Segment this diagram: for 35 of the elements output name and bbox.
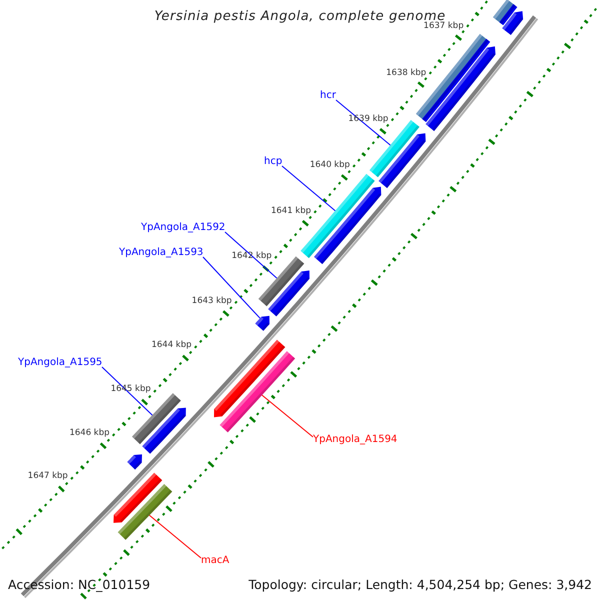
leader-line: [336, 100, 391, 146]
gene-label: YpAngola_A1595: [18, 357, 102, 369]
info-text: Topology: circular; Length: 4,504,254 bp; Genes: 3,942: [248, 577, 592, 592]
gene-label: hcp: [264, 156, 282, 168]
pointed-gene-block: [127, 454, 142, 470]
pointed-gene-block: [255, 316, 270, 331]
gene-bar: [220, 351, 296, 432]
pointed-gene-block: [314, 186, 382, 264]
pointed-gene-block: [426, 46, 496, 132]
scale-label: 1644 kbp: [151, 340, 192, 350]
pointed-gene-block: [378, 133, 426, 188]
gene-label: YpAngola_A1593: [119, 247, 204, 259]
scale-label: 1647 kbp: [28, 470, 68, 481]
pointed-gene-block: [142, 408, 186, 454]
leader-line: [224, 232, 278, 279]
scale-label: 1638 kbp: [386, 68, 426, 78]
pointed-gene-block: [502, 11, 524, 35]
scale-label: 1646 kbp: [69, 428, 110, 438]
info-text: Accession: NC_010159: [8, 577, 150, 592]
pointed-gene-block: [114, 472, 162, 523]
leader-line: [202, 256, 260, 319]
scale-label: 1642 kbp: [232, 251, 272, 262]
gene-bar: [118, 484, 172, 540]
gene-label: YpAngola_A1594: [313, 434, 398, 446]
leader-line: [148, 514, 202, 558]
leader-line: [102, 366, 153, 416]
gene-bar: [132, 393, 181, 444]
gene-label: hcr: [320, 90, 336, 102]
gene-label: macA: [201, 555, 230, 567]
gene-label: YpAngola_A1592: [141, 222, 226, 234]
pointed-gene-block: [214, 340, 286, 418]
pointed-gene-block: [268, 270, 310, 316]
scale-label: 1643 kbp: [192, 296, 232, 306]
scale-label: 1641 kbp: [270, 206, 312, 216]
scale-label: 1640 kbp: [310, 160, 350, 170]
